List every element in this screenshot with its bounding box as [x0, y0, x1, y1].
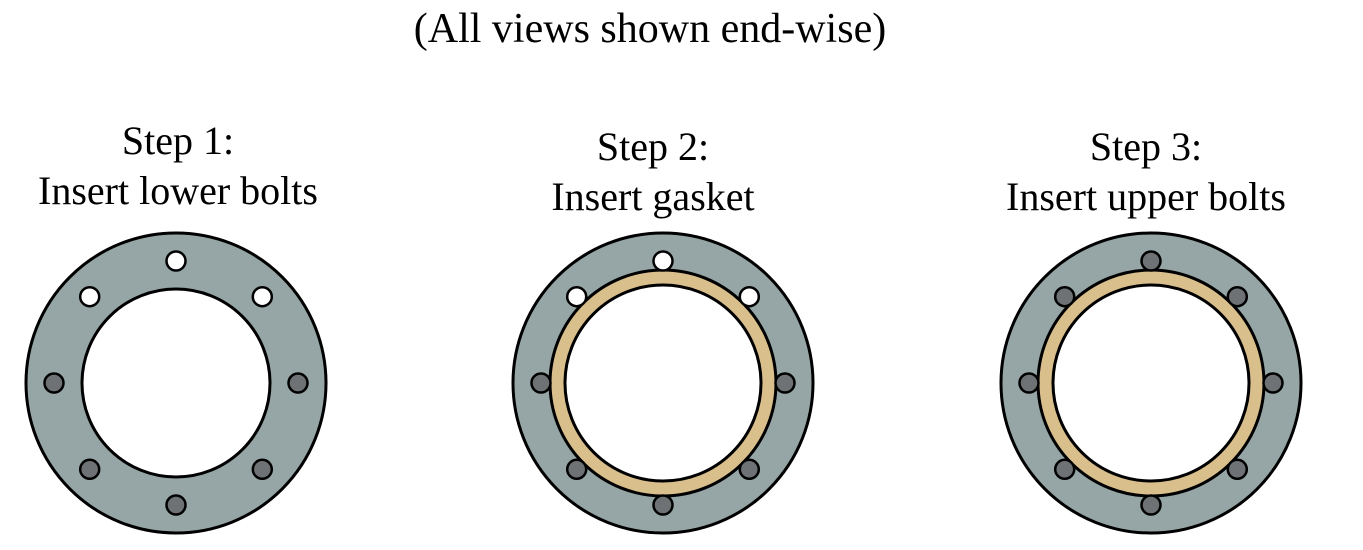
pipe-bore	[1051, 283, 1251, 483]
bolt-inserted	[165, 494, 187, 516]
bolt-inserted	[652, 494, 674, 516]
bolt-inserted	[530, 372, 552, 394]
step-1-description: Insert lower bolts	[38, 168, 318, 213]
bolt-inserted	[287, 372, 309, 394]
flange-step-1	[24, 231, 328, 535]
bolt-inserted	[1053, 458, 1076, 481]
step-2-heading: Step 2:	[596, 124, 710, 169]
bolt-inserted	[738, 458, 761, 481]
bolt-inserted	[1053, 285, 1076, 308]
flange-step-2	[511, 231, 815, 535]
bolt-inserted	[1262, 372, 1284, 394]
step-1-label: Step 1: Insert lower bolts	[0, 116, 388, 216]
diagram-caption: (All views shown end-wise)	[413, 6, 887, 52]
step-3-heading: Step 3:	[1089, 124, 1203, 169]
step-2-description: Insert gasket	[551, 174, 755, 219]
bolt-hole-empty	[738, 285, 761, 308]
step-3-label: Step 3: Insert upper bolts	[936, 122, 1356, 222]
bolt-hole-empty	[565, 285, 588, 308]
step-2-label: Step 2: Insert gasket	[443, 122, 863, 222]
bolt-inserted	[774, 372, 796, 394]
bolt-inserted	[1226, 458, 1249, 481]
bolt-hole-empty	[652, 250, 674, 272]
bolt-hole-empty	[165, 250, 187, 272]
pipe-bore	[563, 283, 763, 483]
bolt-inserted	[1018, 372, 1040, 394]
bolt-inserted	[1140, 250, 1162, 272]
bolt-hole-empty	[78, 285, 101, 308]
flange-step-3	[999, 231, 1303, 535]
pipe-bore	[80, 287, 272, 479]
step-3-description: Insert upper bolts	[1006, 174, 1286, 219]
step-1-heading: Step 1:	[121, 118, 235, 163]
bolt-inserted	[1226, 285, 1249, 308]
bolt-inserted	[43, 372, 65, 394]
bolt-inserted	[251, 458, 274, 481]
bolt-inserted	[78, 458, 101, 481]
bolt-hole-empty	[251, 285, 274, 308]
bolt-inserted	[1140, 494, 1162, 516]
bolt-inserted	[565, 458, 588, 481]
